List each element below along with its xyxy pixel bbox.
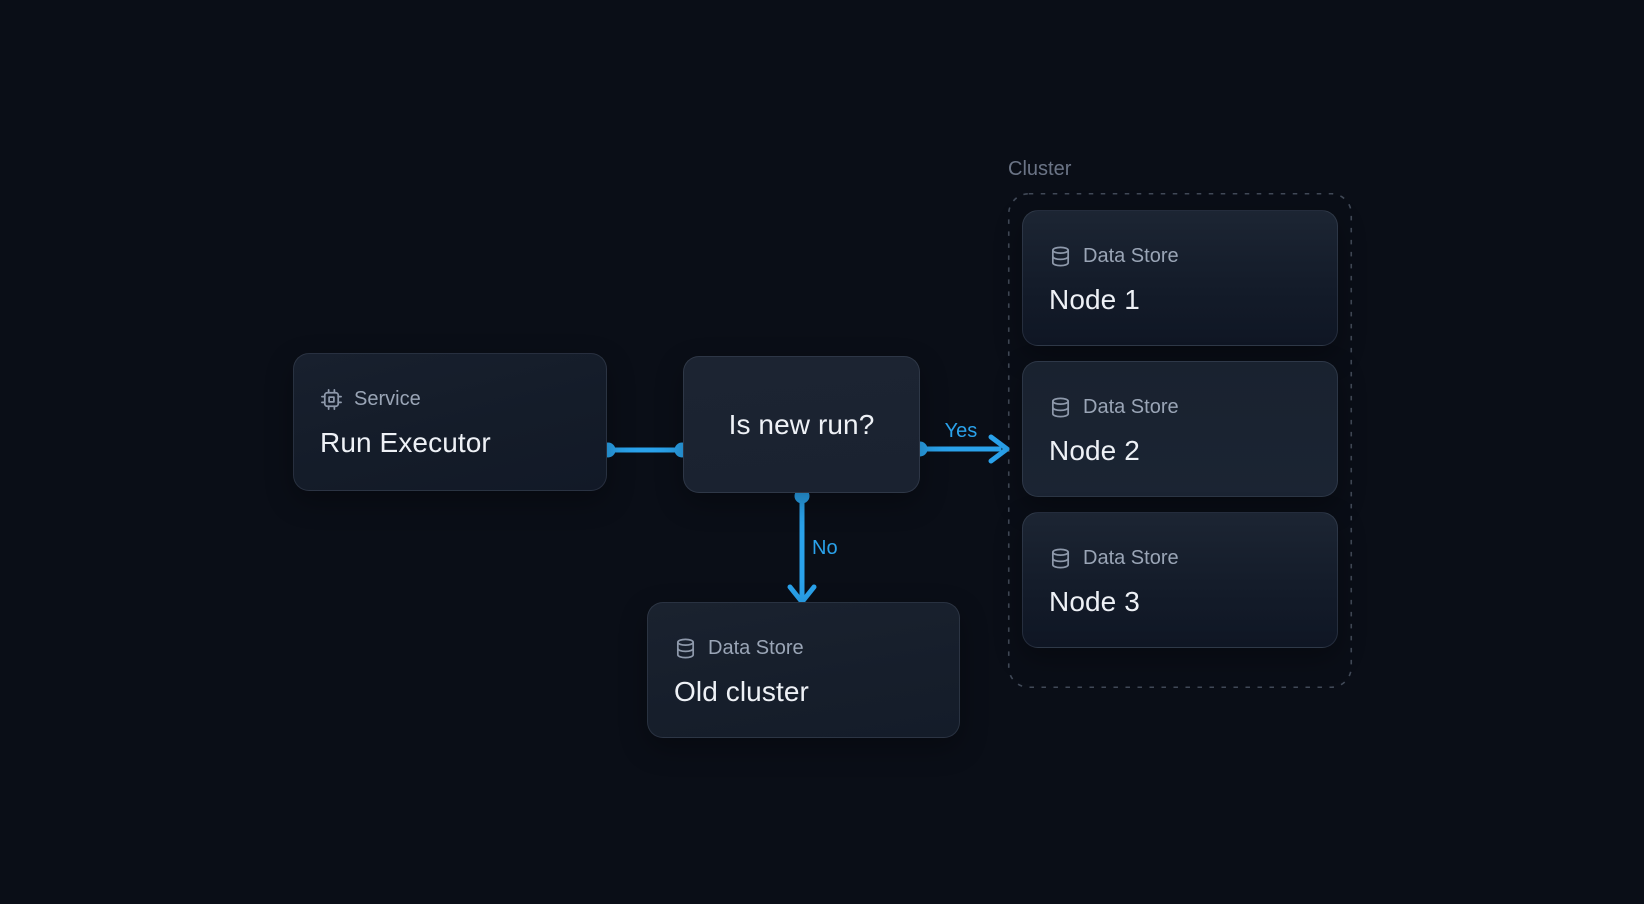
node-cluster-node-3[interactable]: Data Store Node 3 [1022,512,1338,648]
cluster-group-label: Cluster [1008,158,1072,180]
node-old-cluster[interactable]: Data Store Old cluster [647,602,960,738]
edge-label-yes: Yes [944,420,978,442]
edge-service-decision [600,442,690,458]
node-type-row: Data Store [1049,244,1313,268]
node-cluster-node-1[interactable]: Data Store Node 1 [1022,210,1338,346]
database-icon [674,637,697,660]
cpu-icon [320,388,343,411]
node-type-row: Data Store [1049,546,1313,570]
edge-label-no: No [812,537,838,559]
node-type-label: Data Store [1083,245,1179,267]
node-title: Is new run? [728,408,875,440]
node-title: Node 3 [1049,586,1140,617]
node-type-label: Data Store [1083,396,1179,418]
node-title: Node 1 [1049,284,1140,315]
node-type-label: Service [354,388,421,410]
node-run-executor[interactable]: Service Run Executor [293,353,607,491]
node-title: Old cluster [674,676,809,707]
node-type-label: Data Store [708,637,804,659]
node-type-row: Data Store [674,636,935,660]
node-type-label: Data Store [1083,547,1179,569]
database-icon [1049,396,1072,419]
node-title: Run Executor [320,427,491,458]
node-type-row: Service [320,387,582,411]
node-title: Node 2 [1049,435,1140,466]
node-cluster-node-2[interactable]: Data Store Node 2 [1022,361,1338,497]
database-icon [1049,547,1072,570]
edge-decision-oldcluster-no [787,488,817,605]
database-icon [1049,245,1072,268]
node-is-new-run[interactable]: Is new run? [683,356,920,493]
node-type-row: Data Store [1049,395,1313,419]
